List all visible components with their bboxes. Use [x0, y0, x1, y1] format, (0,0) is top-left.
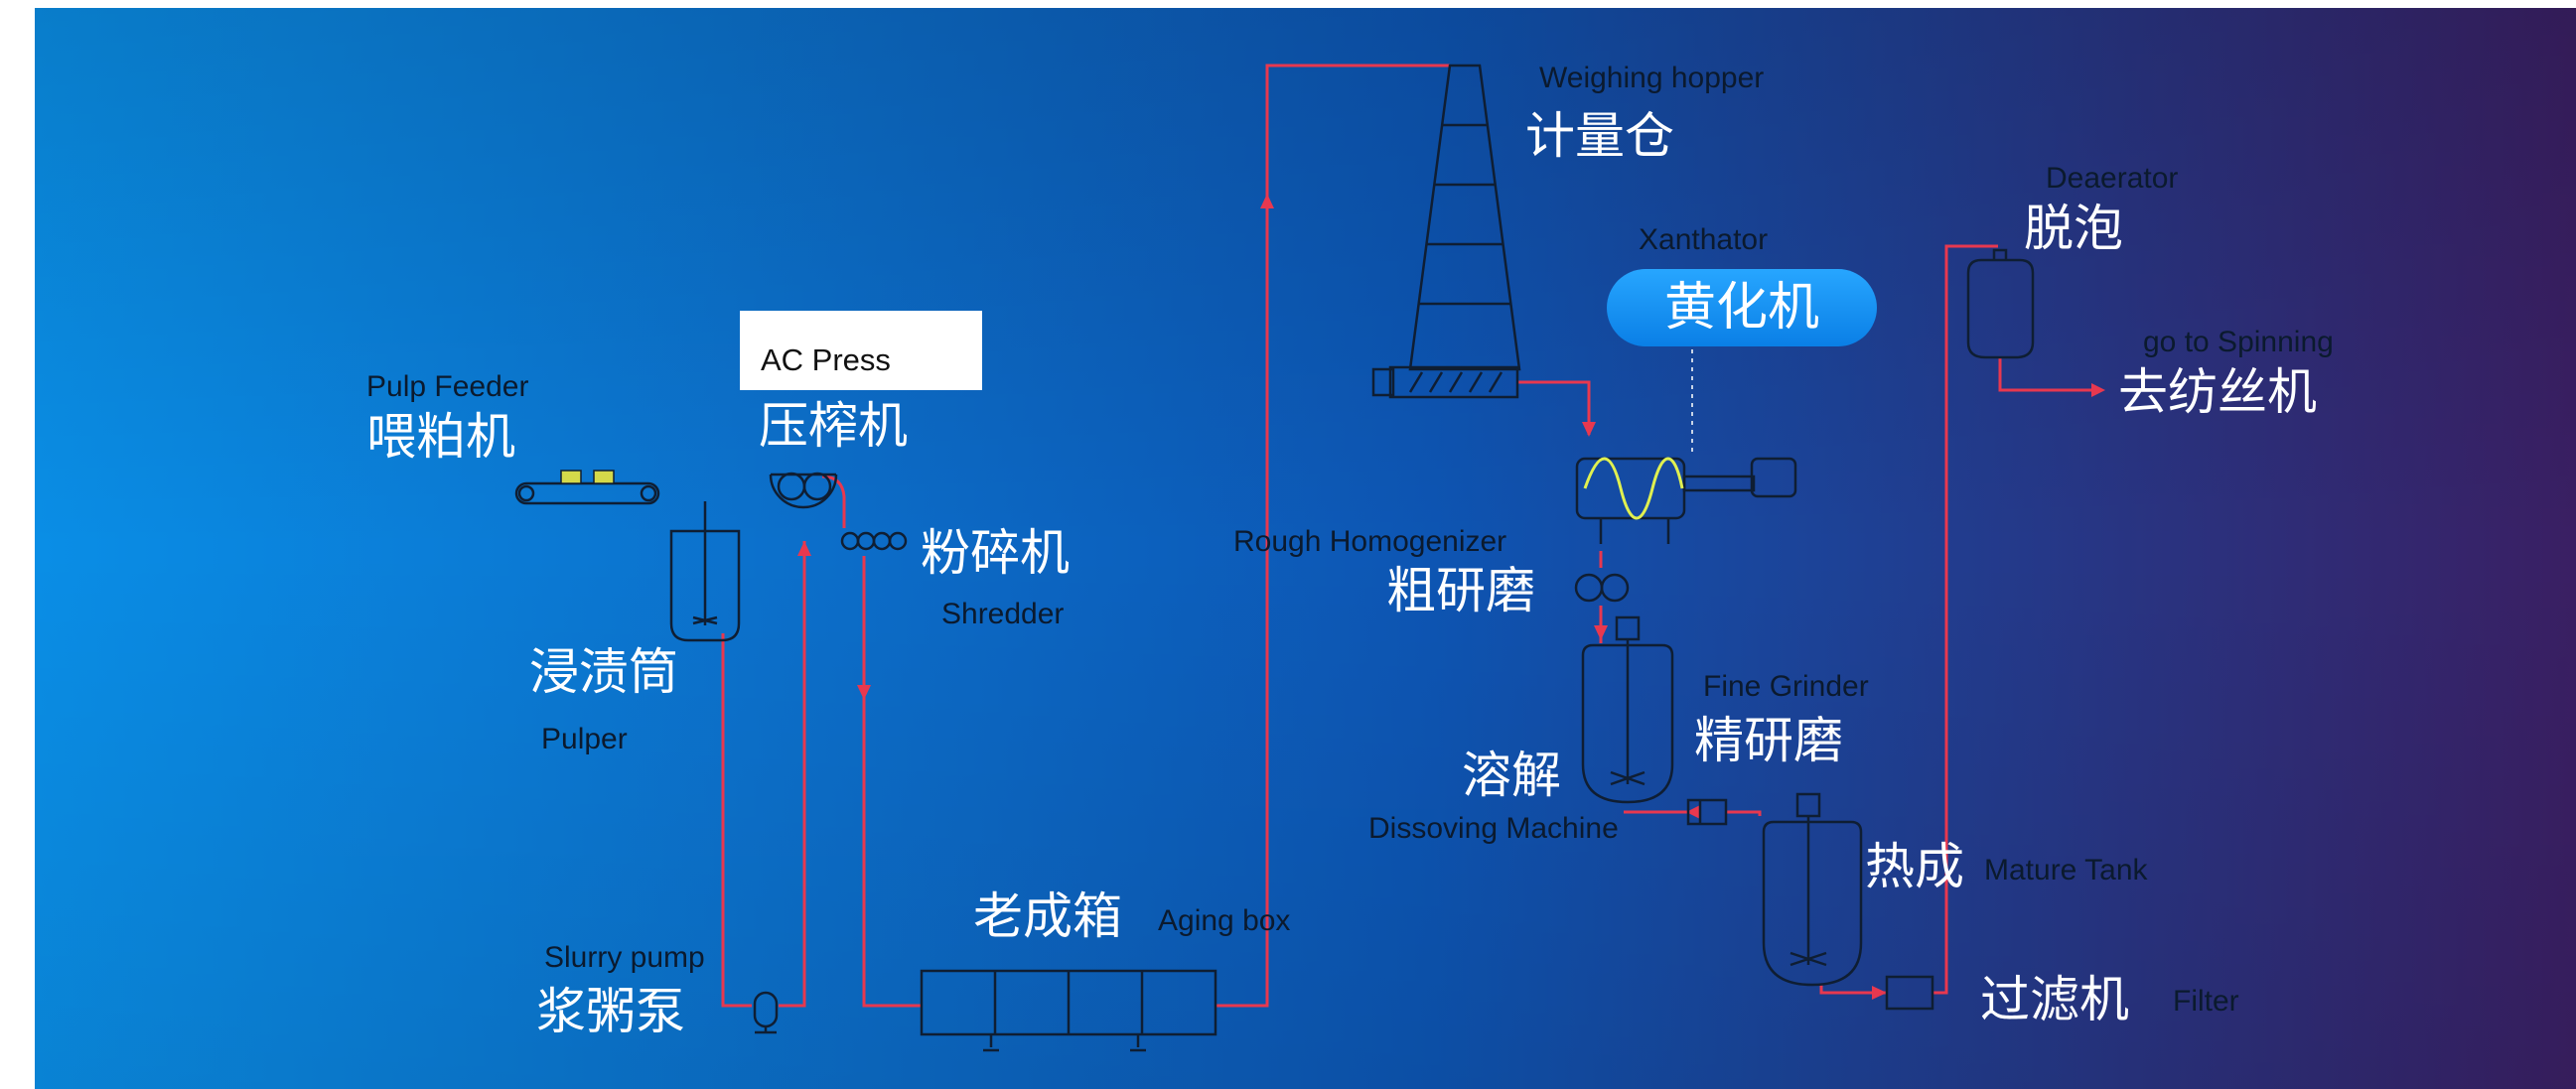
- flow-arrows: [797, 194, 2105, 1000]
- flow-arrow: [797, 541, 811, 556]
- aging-box-label-zh: 老成箱: [973, 887, 1122, 945]
- slurry-pump: [753, 991, 779, 1034]
- shredder: [840, 531, 908, 551]
- aging-box-label-en: Aging box: [1158, 904, 1291, 937]
- diagram-background-shade: [35, 8, 2576, 1089]
- feeder-belt: [514, 481, 660, 505]
- weighing-hopper-label-en: Weighing hopper: [1539, 62, 1765, 94]
- pipe-hopper-to-xanthator: [1517, 380, 1591, 435]
- dissolving-label-en: Dissoving Machine: [1368, 812, 1619, 845]
- rough-homogenizer: [1574, 573, 1630, 603]
- flow-arrow: [857, 685, 871, 700]
- xanthator-legs: [1599, 518, 1670, 544]
- press-housing: [769, 474, 838, 509]
- xanthator-label-zh: 黄化机: [1664, 278, 1820, 338]
- aging-box: [920, 969, 1217, 1052]
- dissolving-machine: [1581, 615, 1674, 804]
- deaerator-label-zh: 脱泡: [2024, 200, 2123, 257]
- pulper-label-zh: 浸渍筒: [529, 643, 678, 701]
- filter-label-en: Filter: [2173, 985, 2239, 1018]
- rough-homogenizer-label-zh: 粗研磨: [1386, 562, 1535, 619]
- ac-press: [769, 472, 838, 509]
- slurry-pump-label-en: Slurry pump: [544, 941, 705, 974]
- weighing-hopper: [1371, 64, 1521, 399]
- feeder-roller: [640, 484, 657, 502]
- rough-homogenizer-label-en: Rough Homogenizer: [1233, 525, 1507, 558]
- feeder-load-block: [560, 470, 582, 484]
- filter: [1885, 975, 1934, 1011]
- pipe-pulper-to-pump: [721, 633, 752, 1008]
- deaerator-label-en: Deaerator: [2046, 162, 2179, 195]
- pump-base: [755, 1026, 777, 1034]
- ac-press-label-en: AC Press: [761, 342, 891, 377]
- pipe-aging-to-hopper: [1216, 64, 1450, 1008]
- flow-arrow: [1872, 986, 1887, 1000]
- feeder-load-block: [593, 470, 615, 484]
- hopper-screw-motor: [1371, 367, 1395, 397]
- flow-arrow: [2091, 383, 2105, 397]
- flow-arrow: [1594, 625, 1608, 640]
- mature-agitator: [1789, 816, 1827, 967]
- dissolving-label-zh: 溶解: [1462, 747, 1561, 804]
- flow-arrow: [1260, 194, 1274, 208]
- fine-grinder-label-zh: 精研磨: [1694, 712, 1843, 769]
- hopper-body: [1408, 64, 1521, 371]
- shredder-disc: [888, 531, 908, 551]
- pipe-filter-to-deaerator: [1932, 244, 1998, 995]
- dissolving-agitator: [1610, 639, 1646, 786]
- filter-label-zh: 过滤机: [1980, 971, 2129, 1028]
- xanthator-motor: [1750, 457, 1797, 498]
- xanthator-pill: [1607, 269, 1877, 346]
- fine-grinder: [1686, 798, 1728, 826]
- deaerator: [1966, 248, 2035, 359]
- xanthator: [1575, 457, 1797, 544]
- hopper-screw: [1388, 365, 1519, 399]
- pulper-tank: [669, 501, 741, 642]
- xanthator-shaft: [1682, 475, 1756, 492]
- shredder-label-zh: 粉碎机: [921, 524, 1070, 582]
- aging-box-leg: [983, 1034, 999, 1052]
- xanthator-label-en: Xanthator: [1639, 223, 1769, 256]
- pulp-feeder-label-zh: 喂粕机: [366, 408, 515, 466]
- xanthator-spiral: [1583, 457, 1684, 520]
- flow-arrow: [1582, 422, 1596, 437]
- pulper-agitator: [692, 501, 718, 625]
- fine-grinder-body: [1686, 798, 1728, 826]
- pulp-feeder-label-en: Pulp Feeder: [366, 370, 529, 403]
- pipe-pump-to-press: [779, 541, 806, 1008]
- pulper-label-en: Pulper: [541, 723, 628, 755]
- flow-arrow: [1686, 805, 1700, 819]
- slurry-pump-label-zh: 浆粥泵: [536, 983, 685, 1040]
- deaerator-body: [1966, 258, 2035, 359]
- ac-press-label-zh: 压榨机: [759, 397, 908, 455]
- spinning-label-en: go to Spinning: [2143, 326, 2334, 358]
- deaerator-cap: [1992, 248, 2008, 260]
- aging-box-leg: [1130, 1034, 1146, 1052]
- pulper-body: [669, 529, 741, 642]
- homogenizer-roller: [1600, 573, 1630, 603]
- pulp-feeder: [514, 481, 660, 505]
- pipe-shredder-to-aging: [862, 556, 922, 1008]
- hopper-screw-flights: [1408, 371, 1503, 393]
- fine-grinder-label-en: Fine Grinder: [1703, 670, 1869, 703]
- mature-tank: [1762, 792, 1863, 987]
- feeder-roller: [517, 484, 535, 502]
- filter-body: [1885, 975, 1934, 1011]
- mature-tank-label-en: Mature Tank: [1984, 854, 2148, 886]
- pipe-deaerator-to-spinning: [1998, 357, 2091, 392]
- dissolving-body: [1581, 643, 1674, 804]
- weighing-hopper-label-zh: 计量仓: [1525, 107, 1674, 165]
- mature-tank-label-zh: 热成: [1865, 838, 1964, 895]
- mature-body: [1762, 820, 1863, 987]
- ac-press-label-box: [740, 311, 982, 390]
- pipe-fine-to-mature: [1726, 810, 1762, 816]
- shredder-label-en: Shredder: [941, 598, 1065, 630]
- pipe-mature-to-filter: [1819, 985, 1887, 995]
- spinning-label-zh: 去纺丝机: [2118, 363, 2317, 421]
